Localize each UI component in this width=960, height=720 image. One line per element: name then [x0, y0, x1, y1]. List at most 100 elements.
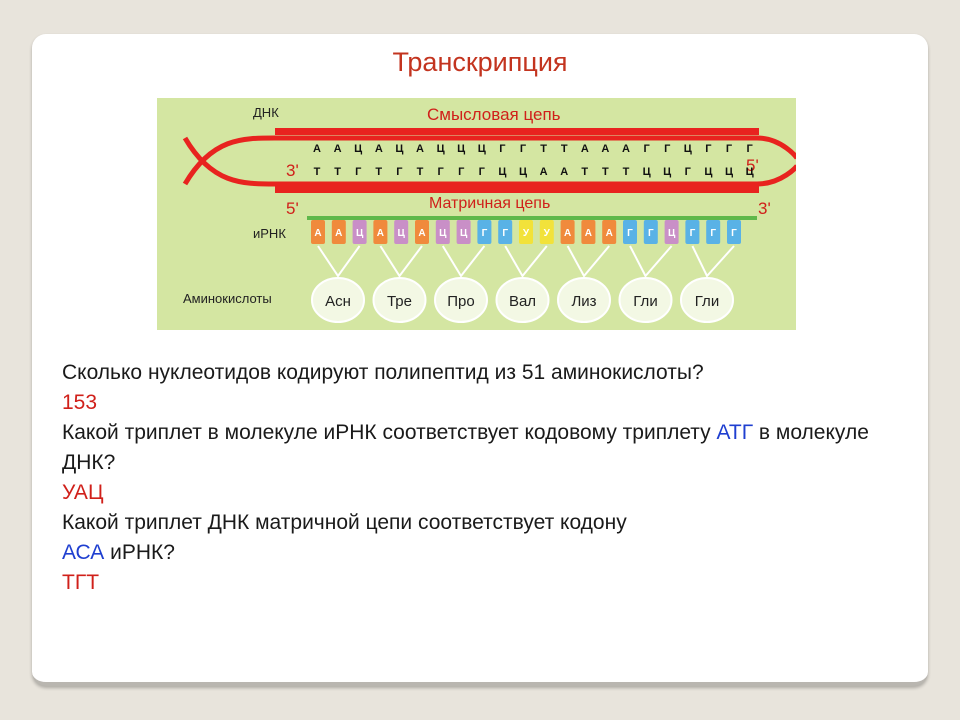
mrna-base-block: [477, 220, 492, 244]
template-base: Т: [581, 166, 588, 178]
mrna-base: У: [544, 228, 551, 239]
mrna-base: А: [418, 228, 425, 239]
mrna-nucleotide: Г: [727, 220, 741, 244]
mrna-strand-line: [307, 216, 757, 220]
mrna-base: Г: [482, 228, 488, 239]
mrna-nucleotide: Г: [477, 220, 492, 244]
sense-base: Г: [726, 143, 733, 155]
mrna-base: У: [523, 228, 530, 239]
sense-base: Г: [705, 143, 712, 155]
template-base: Ц: [498, 166, 506, 178]
mrna-nucleotide: Г: [706, 220, 721, 244]
amino-acid-bubble: [434, 277, 488, 323]
template-base: Ц: [746, 166, 754, 178]
sense-base: Ц: [457, 143, 465, 155]
mrna-base-block: [560, 220, 575, 244]
end-3-left: 3': [286, 161, 299, 180]
mrna-base-block: [602, 220, 617, 244]
sense-base: Г: [746, 143, 753, 155]
template-base: Г: [685, 166, 692, 178]
sense-base: А: [375, 143, 383, 155]
template-base: Ц: [643, 166, 651, 178]
question-2-text-start: Какой триплет в молекуле иРНК соответств…: [62, 421, 717, 444]
mrna-nucleotide: Ц: [352, 220, 367, 244]
amino-acids-label: Аминокислоты: [183, 291, 272, 306]
mrna-base: А: [335, 228, 342, 239]
amino-acid-name: Тре: [387, 293, 412, 310]
mrna-base-block: [435, 220, 450, 244]
helix-strand-a: [182, 135, 796, 186]
mrna-base-block: [456, 220, 471, 244]
amino-acid: Лиз: [557, 245, 611, 323]
mrna-nucleotide: А: [560, 220, 575, 244]
mrna-base-block: [331, 220, 346, 244]
codon-connector: [566, 245, 610, 278]
amino-acid-bubble: [311, 277, 365, 323]
mrna-base-block: [727, 220, 741, 244]
helix-strand-b: [182, 136, 796, 187]
mrna-base-block: [394, 220, 409, 244]
codon-connector: [691, 245, 735, 278]
mrna-base: Ц: [439, 228, 447, 239]
mrna-nucleotide: А: [311, 220, 325, 244]
template-base: Ц: [663, 166, 671, 178]
amino-acid-bubble: [372, 277, 427, 323]
mrna-nucleotide: У: [539, 220, 554, 244]
sense-strand-label: Смысловая цепь: [427, 105, 561, 124]
mrna-base: Ц: [398, 228, 406, 239]
sense-base: Ц: [395, 143, 403, 155]
answer-2: УАЦ: [62, 481, 104, 504]
template-base: Т: [623, 166, 630, 178]
mrna-base: Г: [710, 228, 716, 239]
template-base: Г: [396, 166, 403, 178]
question-3-codon-line: АСА иРНК?: [62, 538, 882, 568]
mrna-nucleotide: Ц: [394, 220, 409, 244]
codon-connector: [317, 245, 361, 278]
mrna-base: А: [564, 228, 571, 239]
mrna-nucleotide: У: [519, 220, 533, 244]
mrna-nucleotide: Ц: [456, 220, 471, 244]
mrna-nucleotide: Г: [643, 220, 658, 244]
amino-acid-bubble: [618, 277, 673, 323]
amino-acid-bubble: [557, 277, 611, 323]
mrna-nucleotide: А: [602, 220, 617, 244]
template-base: Г: [355, 166, 362, 178]
sense-base: Ц: [437, 143, 445, 155]
template-strand-label: Матричная цепь: [429, 195, 550, 212]
mrna-base: Г: [648, 228, 654, 239]
mrna-label: иРНК: [253, 226, 286, 241]
codon-connector: [379, 245, 423, 278]
sense-base: Г: [643, 143, 650, 155]
mrna-base-block: [685, 220, 700, 244]
sense-base: А: [581, 143, 589, 155]
template-strand-line: [275, 186, 759, 193]
template-base: Г: [437, 166, 444, 178]
codon-highlight: АСА: [62, 541, 105, 564]
question-2-text-end: в молекуле ДНК?: [62, 421, 869, 474]
amino-acid-name: Асн: [325, 293, 351, 310]
mrna-nucleotide: Ц: [664, 220, 679, 244]
sense-base: Т: [540, 143, 547, 155]
slide: Транскрипция ДНК Смысловая цепь Матрична…: [32, 34, 928, 686]
mrna-base: А: [314, 228, 321, 239]
mrna-base-block: [415, 220, 429, 244]
answer-1: 153: [62, 391, 98, 414]
amino-acid-bubble: [495, 277, 550, 323]
amino-acid-name: Гли: [695, 293, 719, 310]
mrna-nucleotide: Ц: [435, 220, 450, 244]
sense-base: Г: [520, 143, 527, 155]
mrna-nucleotide: А: [581, 220, 596, 244]
sense-base: Ц: [354, 143, 362, 155]
mrna-nucleotide: Г: [498, 220, 513, 244]
template-base: Г: [458, 166, 465, 178]
mrna-base-block: [539, 220, 554, 244]
end-5-left: 5': [286, 199, 299, 218]
dna-label: ДНК: [253, 105, 279, 120]
template-base: Т: [602, 166, 609, 178]
sense-base: Т: [561, 143, 568, 155]
mrna-base: Ц: [356, 228, 364, 239]
mrna-base: Г: [731, 228, 737, 239]
